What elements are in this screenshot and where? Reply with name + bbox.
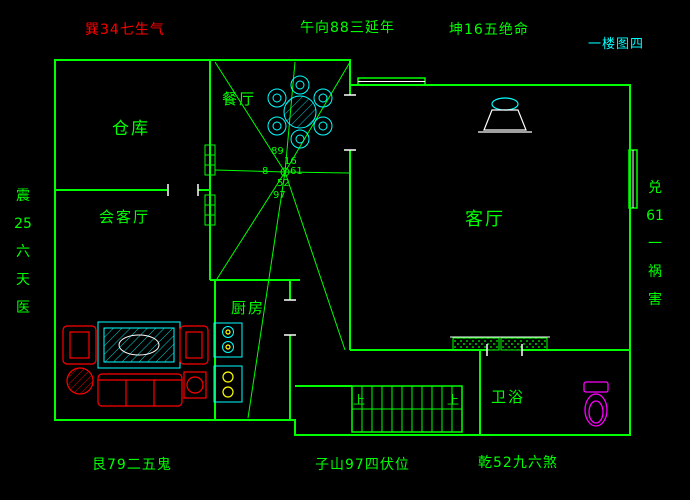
window-dining-upper-icon	[204, 144, 216, 176]
toilet-icon	[583, 381, 609, 427]
annotation-left: 震 25 六 天 医	[14, 188, 32, 316]
stairs-icon	[351, 385, 463, 433]
window-dining-lower-icon	[204, 194, 216, 226]
annotation-top-center: 午向88三延年	[300, 20, 395, 36]
annotation-bottom-center: 子山97四伏位	[315, 457, 410, 473]
round-table-icon	[66, 367, 94, 395]
planter-right-icon	[500, 337, 548, 351]
center-number-8: 8	[262, 166, 269, 177]
kitchen-sink-basins-icon	[222, 371, 234, 398]
room-label-kitchen: 厨房	[231, 299, 266, 317]
drawing-title: 一楼图四	[588, 37, 645, 52]
stairs-up-right-label: 上	[447, 393, 460, 407]
center-number-97: 97	[273, 190, 286, 201]
dining-table-icon	[283, 95, 317, 129]
room-label-storage: 仓库	[112, 119, 150, 139]
kitchen-stove-burners-icon	[225, 329, 231, 350]
kitchen-sink-icon	[213, 365, 243, 403]
armchair-left-icon	[62, 325, 97, 365]
rug-icon	[97, 321, 181, 369]
ceiling-lamp-icon	[478, 97, 532, 133]
room-label-bathroom: 卫浴	[491, 388, 526, 406]
annotation-bottom-right: 乾52九六煞	[478, 455, 558, 471]
annotation-right: 兑 61 一 祸 害	[646, 180, 664, 308]
center-number-61: 61	[290, 166, 303, 177]
center-number-52: 52	[277, 178, 290, 189]
dining-table-set-icon	[267, 75, 333, 149]
center-number-16: 16	[284, 156, 297, 167]
stairs-up-left-label: 上	[353, 393, 366, 407]
sofa-long-icon	[97, 373, 183, 407]
door-opening-marks	[167, 94, 523, 356]
side-table-icon	[183, 371, 207, 399]
kitchen-stove-icon	[213, 322, 243, 358]
room-label-reception: 会客厅	[99, 208, 151, 226]
armchair-right-icon	[179, 325, 209, 365]
room-label-living: 客厅	[465, 209, 505, 230]
planter-left-icon	[452, 337, 500, 351]
annotation-top-right: 坤16五绝命	[449, 22, 529, 38]
fengshui-center-circle	[280, 167, 290, 177]
annotation-bottom-left: 艮79二五鬼	[92, 457, 172, 473]
fengshui-lines	[214, 61, 351, 419]
room-label-dining: 餐厅	[222, 90, 257, 108]
center-number-89: 89	[271, 146, 284, 157]
sofa-set	[62, 325, 209, 407]
annotation-top-left: 巽34七生气	[85, 22, 165, 38]
